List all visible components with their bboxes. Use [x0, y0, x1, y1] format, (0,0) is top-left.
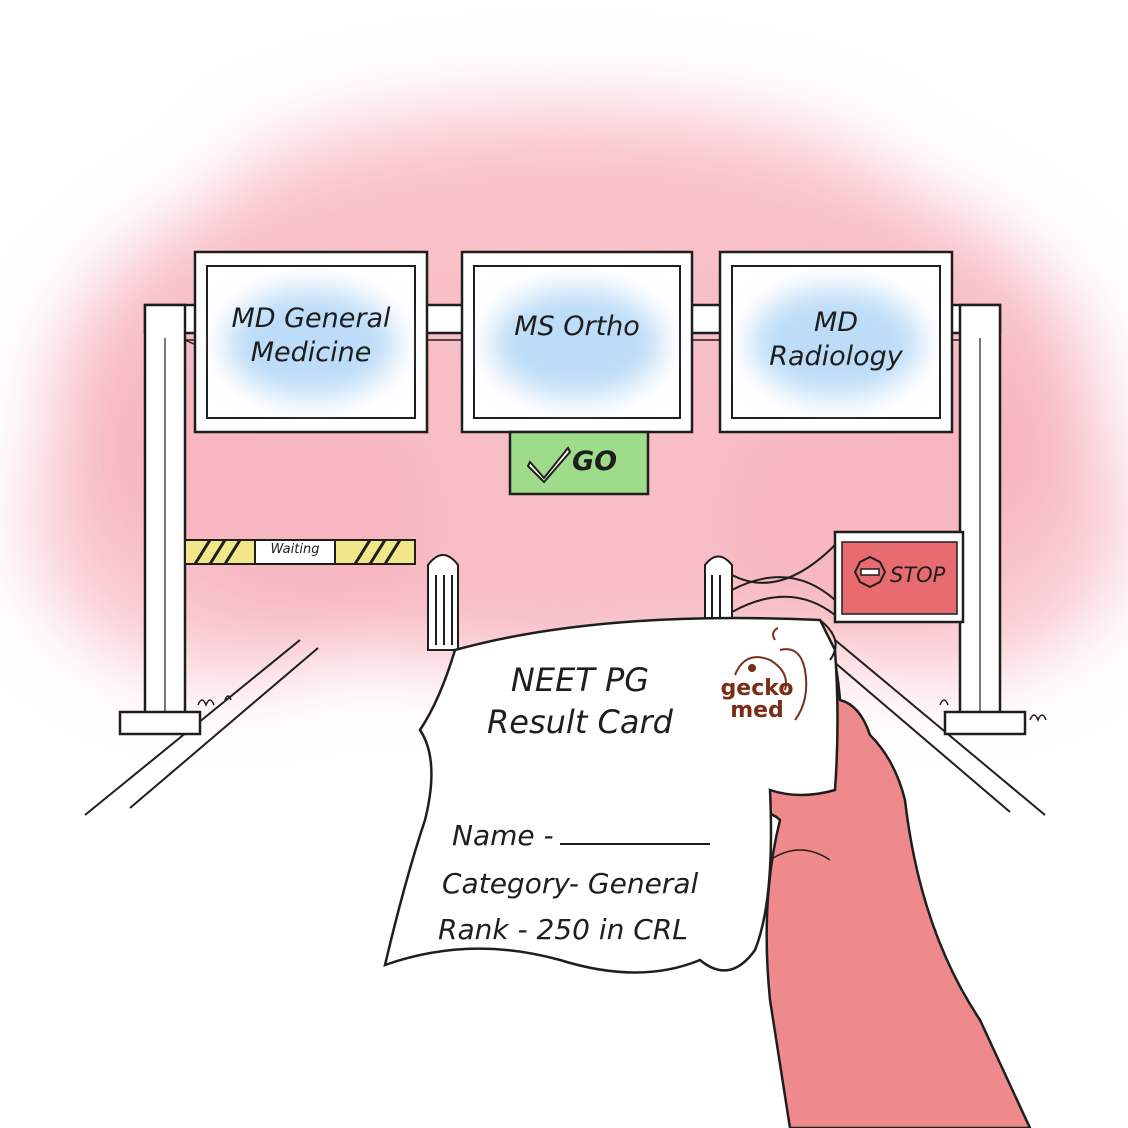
result-card-paper	[383, 616, 839, 974]
sign-board-left	[193, 250, 429, 434]
road	[84, 639, 1046, 816]
sign-right-text: MD Radiology	[732, 306, 940, 374]
sign-center-line-1: MS Ortho	[514, 311, 640, 342]
sign-left-line-1: MD General	[231, 303, 391, 334]
no-entry-icon	[853, 555, 887, 589]
sign-right-line-2: Radiology	[769, 340, 903, 372]
card-category-line: Category- General	[442, 867, 699, 900]
stop-sign-box	[833, 530, 965, 624]
stop-label: STOP	[890, 563, 946, 587]
sign-right-line-1: MD	[813, 307, 859, 338]
sign-board-center	[460, 250, 694, 434]
waiting-barrier	[184, 539, 416, 565]
go-sign-box	[508, 430, 650, 496]
logo-text-bottom: med	[730, 698, 784, 723]
sign-left-text: MD General Medicine	[207, 302, 415, 370]
sign-left-line-2: Medicine	[250, 336, 372, 368]
right-pillar	[943, 303, 1027, 736]
logo-text-top: gecko	[720, 676, 794, 701]
card-title-line-1: NEET PG	[510, 661, 650, 699]
waiting-label: Waiting	[270, 542, 320, 557]
card-title: NEET PG Result Card	[460, 660, 700, 743]
grass-tufts	[197, 695, 1047, 723]
sign-center-text: MS Ortho	[474, 310, 680, 344]
checkmark-icon	[526, 446, 572, 484]
card-title-line-2: Result Card	[487, 702, 673, 741]
card-rank-line: Rank - 250 in CRL	[438, 913, 688, 946]
left-pillar	[118, 303, 202, 736]
gecko-logo: gecko med	[712, 678, 802, 722]
go-label: GO	[572, 446, 618, 477]
card-name-line: Name -	[452, 818, 710, 853]
left-gate-post	[427, 554, 459, 651]
name-blank-line	[559, 823, 710, 845]
card-name-label: Name -	[452, 819, 554, 852]
gecko-logo-icon	[734, 627, 808, 721]
sign-board-right	[718, 250, 954, 434]
